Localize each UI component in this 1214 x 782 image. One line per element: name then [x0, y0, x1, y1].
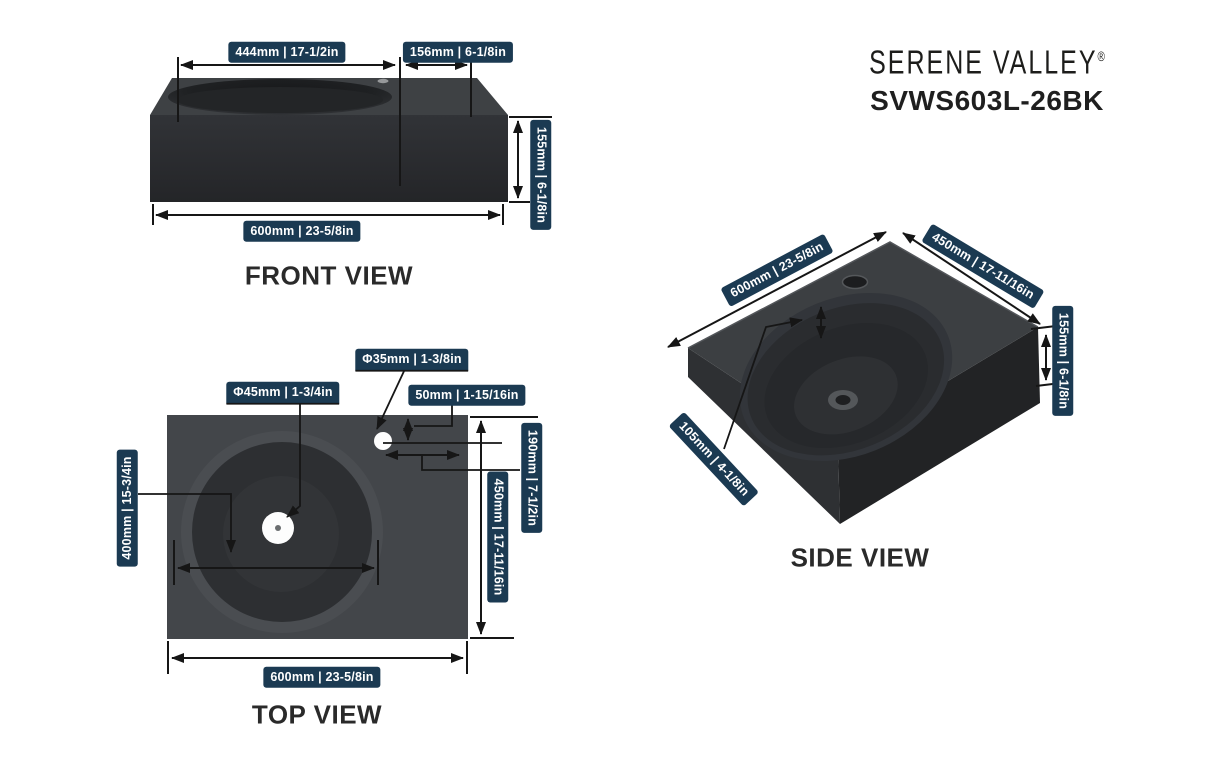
- brand-name: SERENE VALLEY: [869, 44, 1098, 82]
- top-view-title: TOP VIEW: [251, 699, 383, 730]
- top-total-width-label: 600mm | 23-5/8in: [263, 666, 381, 688]
- top-faucet-diameter-label: Φ35mm | 1-3/8in: [355, 348, 469, 372]
- top-faucet-side-offset-label: 190mm | 7-1/2in: [521, 422, 543, 534]
- side-view-drawing: [667, 231, 1062, 524]
- model-number: SVWS603L-26BK: [870, 85, 1104, 116]
- side-height-label: 155mm | 6-1/8in: [1052, 305, 1074, 417]
- front-total-width-label: 600mm | 23-5/8in: [243, 220, 361, 242]
- front-height-label: 155mm | 6-1/8in: [530, 119, 552, 231]
- top-basin-diameter-label: 400mm | 15-3/4in: [116, 449, 138, 567]
- top-faucet-back-offset-label: 50mm | 1-15/16in: [408, 384, 526, 406]
- top-drain-diameter-label: Φ45mm | 1-3/4in: [226, 381, 340, 405]
- front-view-faucet-hole: [377, 78, 389, 84]
- side-view-basin: [739, 292, 953, 462]
- side-view-dimension-lines: [667, 231, 1062, 450]
- front-view-sink: [150, 78, 508, 202]
- front-view-basin: [168, 79, 392, 115]
- front-view-drawing: [150, 57, 552, 225]
- brand-block: SERENE VALLEY® SVWS603L-26BK: [862, 44, 1112, 117]
- front-view-title: FRONT VIEW: [244, 260, 414, 291]
- top-view-dimension-lines: [138, 368, 538, 674]
- registered-trademark-icon: ®: [1097, 50, 1105, 66]
- top-view-faucet-hole: [374, 432, 392, 450]
- top-view-drawing: [138, 368, 538, 674]
- front-view-dimension-lines: [152, 57, 552, 225]
- side-view-faucet-hole: [841, 274, 869, 290]
- top-view-sink: [167, 415, 468, 639]
- top-depth-label: 450mm | 17-11/16in: [487, 471, 509, 603]
- brand-logo: SERENE VALLEY®: [862, 44, 1112, 83]
- side-view-title: SIDE VIEW: [790, 542, 930, 573]
- front-basin-width-label: 444mm | 17-1/2in: [228, 41, 346, 63]
- front-right-offset-label: 156mm | 6-1/8in: [402, 41, 514, 63]
